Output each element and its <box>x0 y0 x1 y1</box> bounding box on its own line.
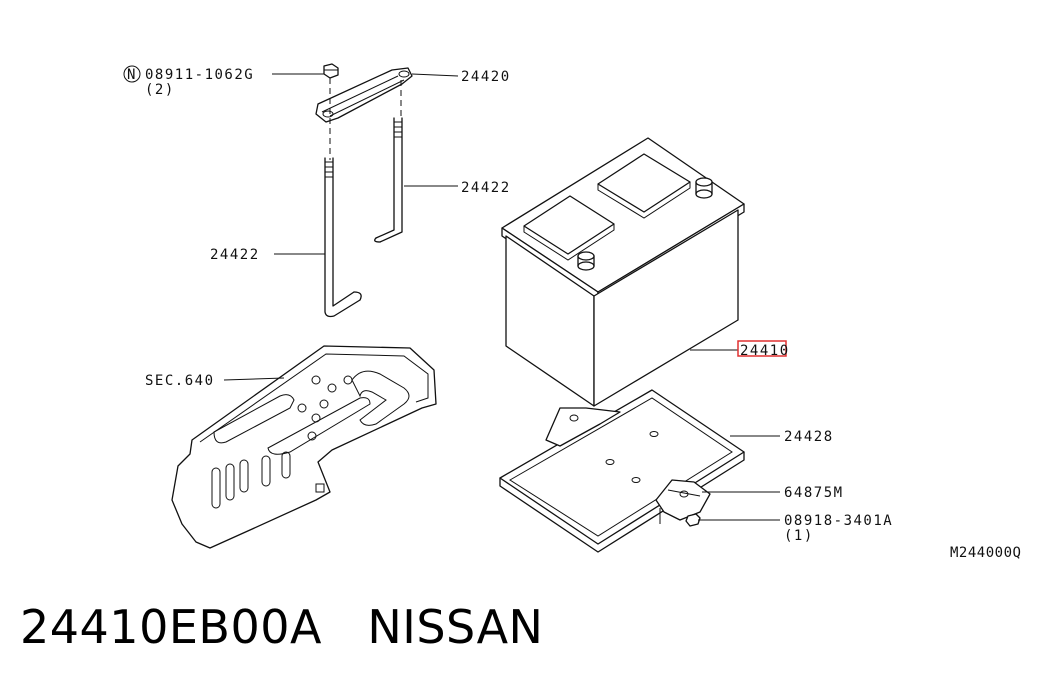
callout-bracket: 64875M <box>784 485 844 501</box>
figure-id: M244000Q <box>950 545 1021 561</box>
callout-rod-right: 24422 <box>461 180 511 196</box>
callout-rod-left: 24422 <box>210 247 260 263</box>
callout-bolt-part: 08911-1062G <box>145 67 254 83</box>
battery <box>501 137 745 407</box>
leader-lines <box>223 73 780 521</box>
part-title: 24410EB00A NISSAN <box>20 600 543 654</box>
part-number: 24410EB00A <box>20 600 322 654</box>
callout-battery: 24410 <box>740 343 790 359</box>
callout-support: SEC.640 <box>145 373 215 389</box>
callout-highlight <box>737 340 787 357</box>
callout-clamp: 24420 <box>461 69 511 85</box>
callout-bracket-bolt-part: 08918-3401A <box>784 513 893 529</box>
bolt-marker-letter: N <box>127 67 135 83</box>
brand-name: NISSAN <box>367 600 544 654</box>
battery-support <box>171 345 437 549</box>
battery-tray <box>499 389 745 553</box>
bolt-marker-circle <box>123 65 141 83</box>
clamp-assembly <box>315 63 413 318</box>
callout-bolt-qty: (2) <box>145 82 175 98</box>
callout-bracket-bolt-qty: (1) <box>784 528 814 544</box>
callout-tray: 24428 <box>784 429 834 445</box>
